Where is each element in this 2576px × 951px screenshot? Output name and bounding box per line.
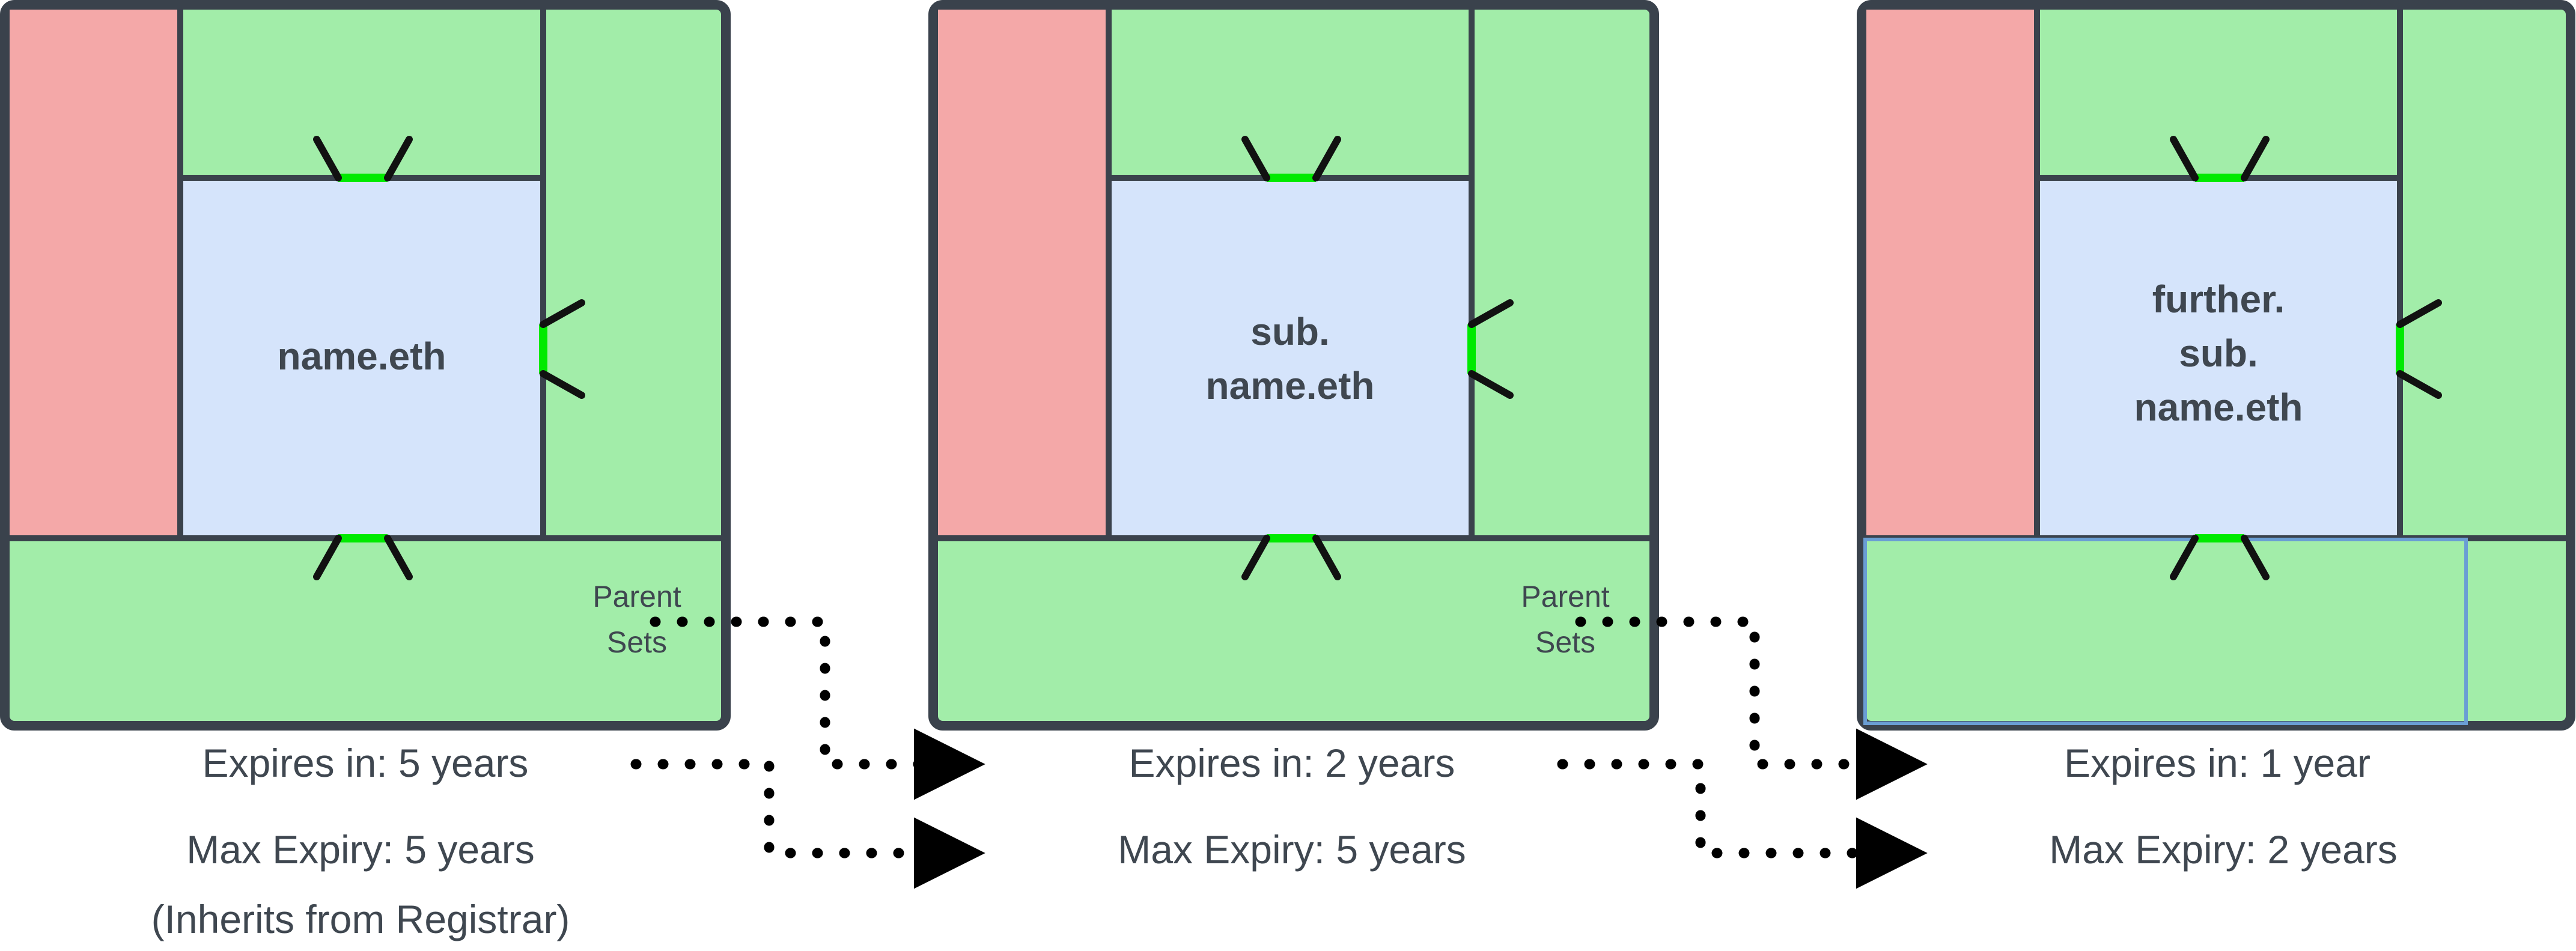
door-right-swing-top [540,299,585,328]
group-2-parent-sets-line1: Parent [1521,580,1609,613]
group-2-blue-center [1109,178,1472,538]
door-right-swing-bottom [1468,370,1514,399]
connector-expiry-1 [630,759,985,889]
door-bottom-swing-right [384,535,413,580]
group-1-parent-sets-line2: Sets [607,625,667,659]
group-3-max-expiry-label: Max Expiry: 2 years [2049,827,2398,872]
group-1-note-label: (Inherits from Registrar) [151,897,570,941]
connector-parent-sets-1 [650,616,985,800]
connector-parent-sets-2 [1575,616,1928,800]
group-2-plan[interactable]: sub. name.eth Parent Sets [928,0,1659,731]
group-3-name-line1: further. [2152,278,2285,321]
group-1-parent-sets-line1: Parent [592,580,681,613]
door-right-swing-bottom [540,370,585,399]
group-3-selection-outline [1863,538,2468,725]
door-right-swing-bottom [2396,370,2442,399]
door-bottom-swing-left [1241,535,1270,580]
door-top-swing-left [313,136,342,181]
group-1-expires-label: Expires in: 5 years [202,741,529,785]
group-2-parent-sets-line2: Sets [1535,625,1595,659]
group-1-max-expiry-label: Max Expiry: 5 years [186,827,535,872]
group-2-name-line2: name.eth [1206,364,1375,407]
door-bottom-swing-right [2241,535,2270,580]
group-1-pink-region [10,10,180,538]
group-3-plan[interactable]: further. sub. name.eth [1857,0,2575,731]
door-bottom-swing-left [2170,535,2199,580]
group-3-blue-center [2037,178,2400,538]
group-3-doors [2170,136,2442,580]
group-2-name-line1: sub. [1250,310,1330,353]
door-top-swing-right [2241,136,2270,181]
group-1-name-label: name.eth [278,335,446,378]
group-1-plan[interactable]: name.eth Parent Sets [0,0,731,731]
group-3-name-line2: sub. [2179,332,2258,375]
door-top-swing-left [2170,136,2199,181]
door-bottom-swing-right [1312,535,1341,580]
connector-expiry-2 [1557,759,1928,889]
door-bottom-swing-left [313,535,342,580]
group-2-doors [1241,136,1514,580]
door-top-swing-left [1241,136,1270,181]
group-2-pink-region [938,10,1109,538]
door-right-swing-top [2396,299,2442,328]
door-top-swing-right [384,136,413,181]
group-1-doors [313,136,585,580]
group-3-pink-region [1866,10,2037,538]
group-3-expires-label: Expires in: 1 year [2064,741,2370,785]
door-right-swing-top [1468,299,1514,328]
group-2-expires-label: Expires in: 2 years [1129,741,1455,785]
group-3-name-line3: name.eth [2134,386,2303,429]
group-1-blue-center [180,178,543,538]
door-top-swing-right [1312,136,1341,181]
group-2-max-expiry-label: Max Expiry: 5 years [1118,827,1466,872]
